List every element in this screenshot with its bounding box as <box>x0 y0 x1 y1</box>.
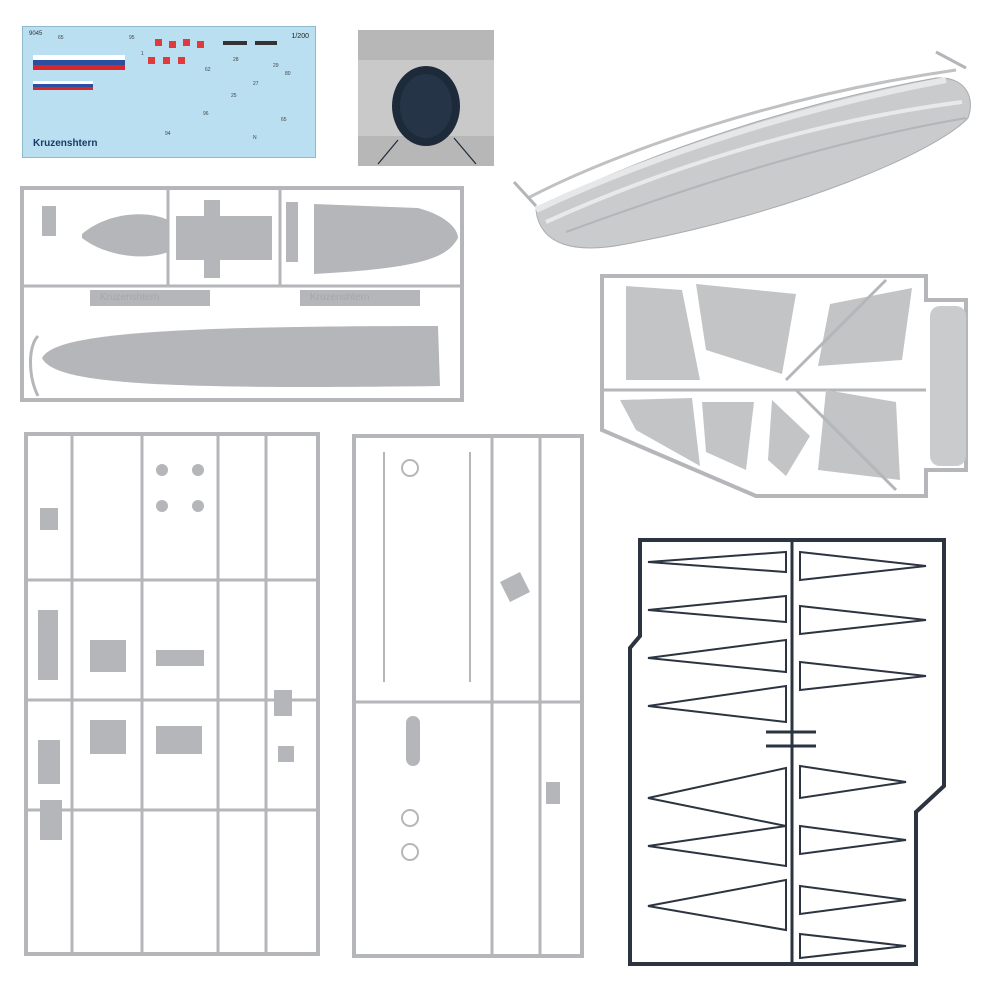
sail-sprue <box>600 274 968 498</box>
flag-decal-small <box>33 81 93 90</box>
embossed-name-right: Kruzenshtern <box>310 292 370 303</box>
details-sprue-b <box>352 434 584 958</box>
thread-icon <box>358 30 494 166</box>
decal-ship-name: Kruzenshtern <box>33 138 98 149</box>
flag-decal-large <box>33 55 125 70</box>
hull-half <box>512 50 971 249</box>
deck-sprue <box>20 186 464 402</box>
decal-sheet: 9045 1/200 65 95 1 28 62 29 80 27 25 65 … <box>22 26 316 158</box>
details-sprue-a <box>24 432 320 956</box>
ratlines-sprue <box>628 538 946 966</box>
decal-code: 9045 <box>29 31 43 37</box>
decal-scale: 1/200 <box>291 33 309 40</box>
embossed-name-left: Kruzenshtern <box>100 292 160 303</box>
rigging-thread-spool: 2 <box>358 30 494 166</box>
